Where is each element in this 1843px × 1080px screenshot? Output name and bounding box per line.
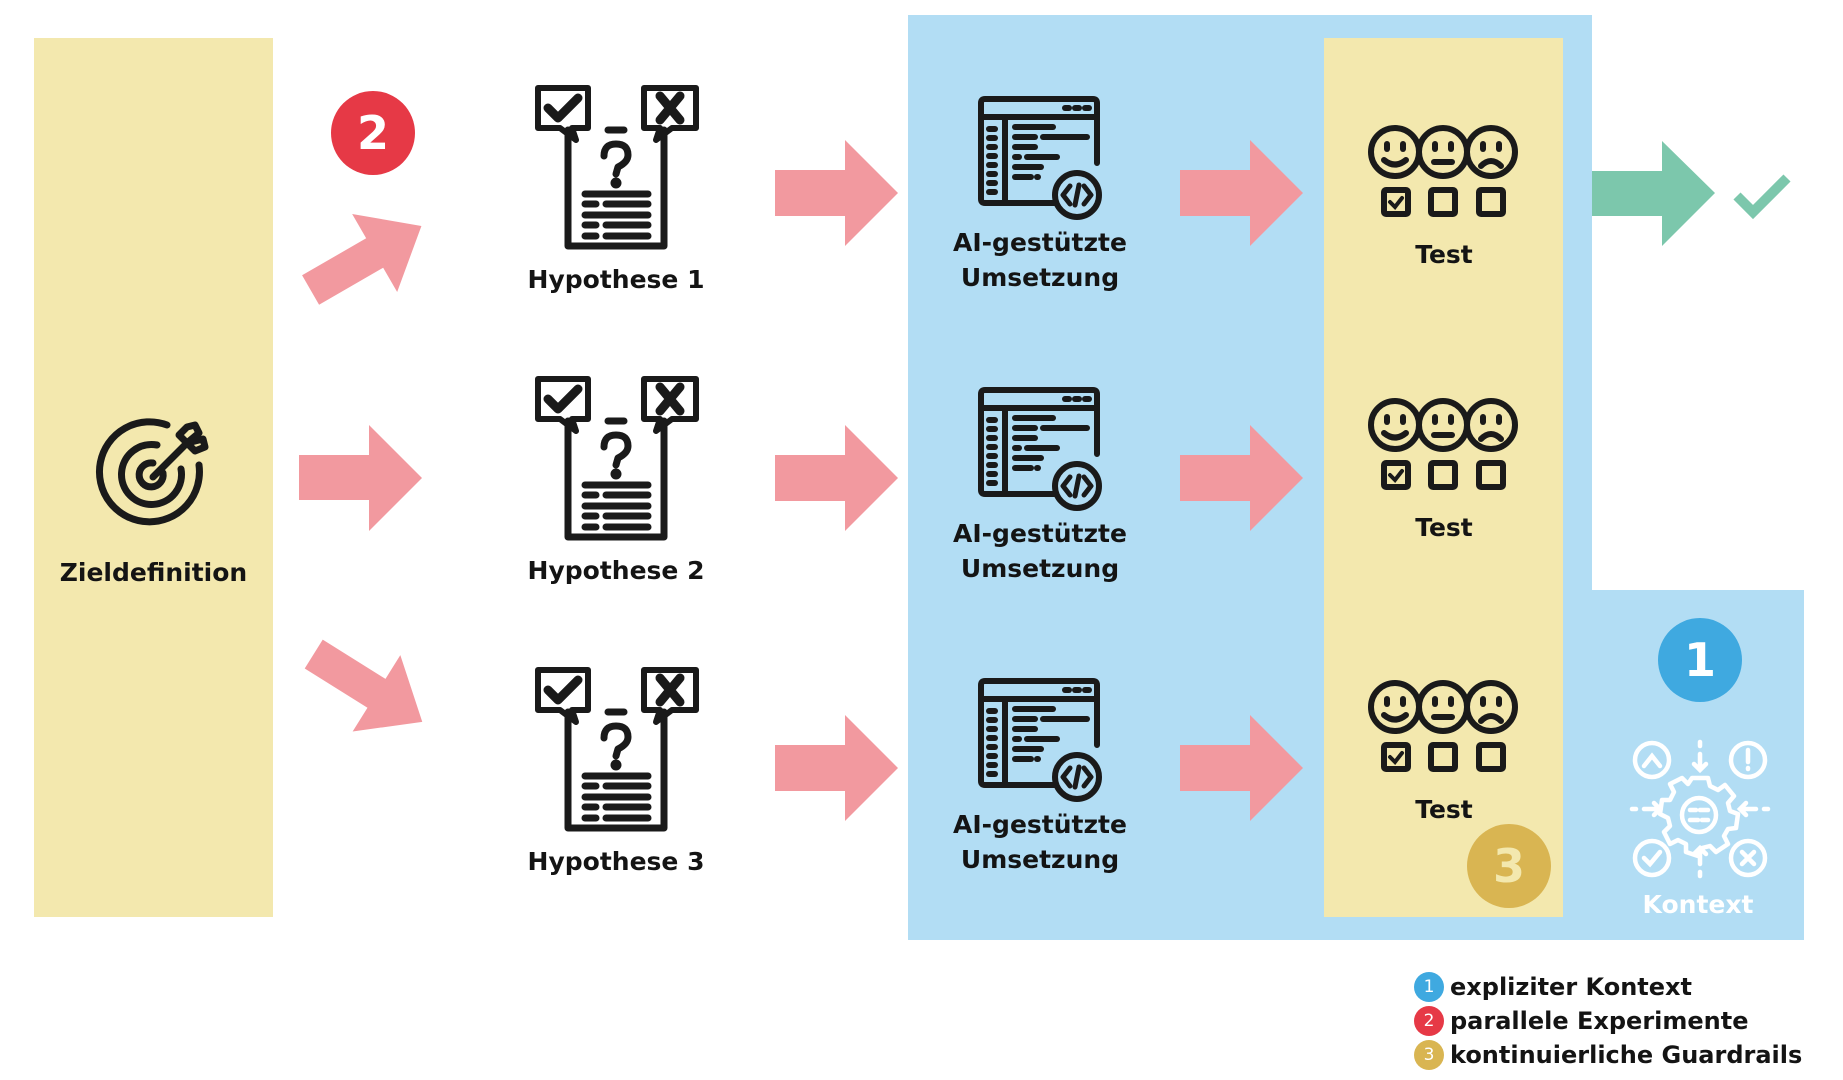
hypothesis-document-icon [535, 85, 699, 250]
hypothesis-document-icon [535, 376, 699, 541]
legend-badge-3: 3 [1414, 1040, 1444, 1070]
code-editor-icon [978, 678, 1102, 802]
code-editor-icon [978, 96, 1102, 220]
goal-label: Zieldefinition [59, 558, 248, 587]
implementation-label-line1: AI-gestützte [953, 810, 1127, 839]
test-label: Test [1415, 240, 1473, 269]
test-label: Test [1415, 795, 1473, 824]
implementation-label-line1: AI-gestützte [953, 519, 1127, 548]
context-label: Kontext [1642, 890, 1754, 919]
context-gear-icon [1629, 739, 1771, 879]
smiley-rating-icon [1368, 398, 1518, 490]
legend-badge-1: 1 [1414, 972, 1444, 1002]
hypothesis-label: Hypothese 1 [527, 265, 705, 294]
legend-text-1: expliziter Kontext [1450, 973, 1692, 1001]
implementation-label-line2: Umsetzung [960, 263, 1120, 292]
badge-parallel-experiments: 2 [331, 91, 415, 175]
legend-text-3: kontinuierliche Guardrails [1450, 1041, 1803, 1069]
legend-badge-2: 2 [1414, 1006, 1444, 1036]
legend-item-guardrails: 3 kontinuierliche Guardrails [1414, 1039, 1802, 1071]
checkmark-icon [1733, 174, 1791, 220]
hypothesis-label: Hypothese 3 [527, 847, 705, 876]
test-label: Test [1415, 513, 1473, 542]
badge-guardrails: 3 [1467, 824, 1551, 908]
target-arrow-icon [96, 418, 209, 526]
hypothesis-document-icon [535, 667, 699, 832]
code-editor-icon [978, 387, 1102, 511]
smiley-rating-icon [1368, 125, 1518, 217]
legend-text-2: parallele Experimente [1450, 1007, 1749, 1035]
hypothesis-label: Hypothese 2 [527, 556, 705, 585]
implementation-label-line1: AI-gestützte [953, 228, 1127, 257]
badge-explicit-context: 1 [1658, 618, 1742, 702]
implementation-label-line2: Umsetzung [960, 845, 1120, 874]
implementation-label-line2: Umsetzung [960, 554, 1120, 583]
legend-item-parallel: 2 parallele Experimente [1414, 1005, 1749, 1037]
smiley-rating-icon [1368, 680, 1518, 772]
legend-item-context: 1 expliziter Kontext [1414, 971, 1692, 1003]
